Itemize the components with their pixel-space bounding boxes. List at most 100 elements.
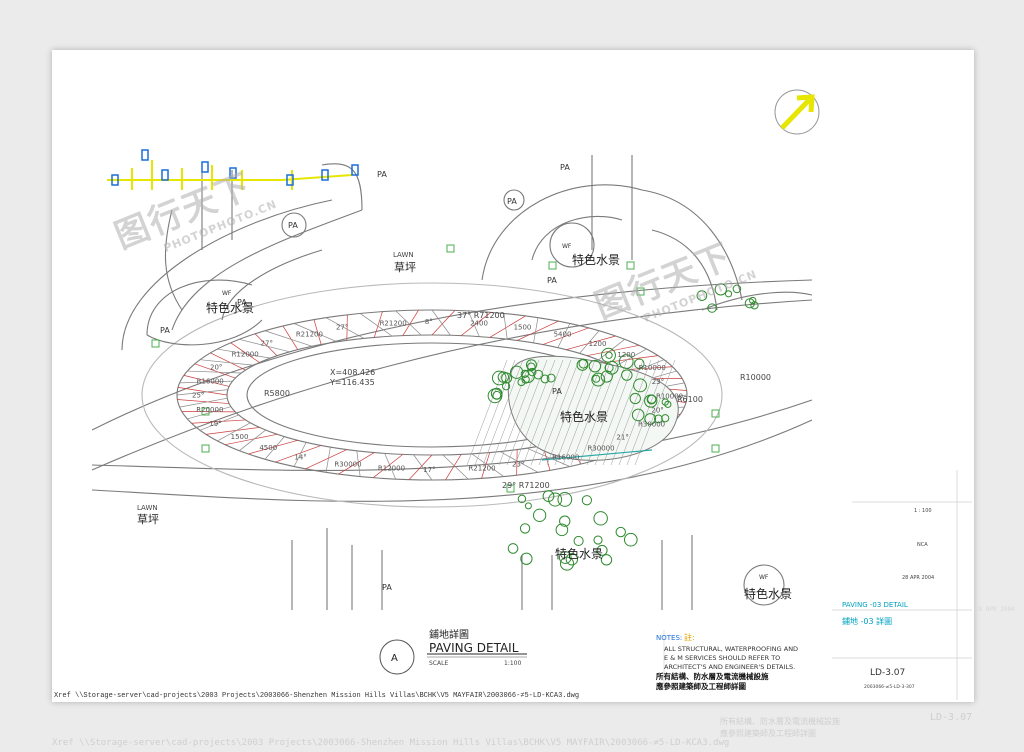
wf-label: WF — [759, 574, 769, 581]
north-arrow-icon — [774, 89, 820, 135]
tree-symbol — [521, 369, 535, 383]
water-hatch-line — [610, 359, 652, 466]
dimension-label: 4500 — [259, 444, 277, 452]
paving-joint-line — [372, 454, 404, 478]
drawing-title-en: PAVING -03 DETAIL — [842, 601, 908, 609]
notes-line-4: 所有結構、防水層及電流機械設施 — [656, 671, 769, 681]
tree-symbol — [621, 369, 633, 381]
paving-joint-line — [338, 452, 375, 475]
paving-joint-line — [264, 436, 285, 460]
tree-symbol — [581, 495, 592, 506]
tree-symbol — [732, 284, 742, 294]
dimension-label: 20° — [210, 363, 222, 371]
dimension-label: 8° — [425, 318, 433, 326]
dimension-label: 5400 — [554, 331, 572, 339]
tree-symbol — [618, 354, 634, 369]
paving-joint-line — [205, 427, 260, 435]
feature-label-left: 特色水景 — [206, 300, 254, 315]
pa-label: PA — [377, 170, 387, 179]
drawing-sheet: 特色水景 特色水景 特色水景 特色水景 特色水景 LAWN 草坪 LAWN 草坪… — [52, 50, 974, 702]
paving-joint-line — [431, 310, 456, 336]
dimension-label: R20000 — [196, 406, 223, 414]
pa-label: PA — [382, 583, 392, 592]
water-hatch-line — [634, 359, 676, 466]
sheet-scale: 1 : 100 — [914, 508, 932, 514]
tree-symbol — [558, 551, 572, 564]
radius-r10000: R10000 — [740, 373, 771, 382]
tree-symbol — [644, 413, 657, 425]
tree-symbol — [559, 515, 571, 527]
lawn-cn-bottom: 草坪 — [137, 513, 159, 526]
tree-symbol — [487, 388, 503, 404]
paving-joint-line — [557, 323, 571, 348]
tree-symbol — [596, 544, 608, 556]
date-ghost: 28 APR 2004 — [975, 606, 1015, 613]
pa-label: PA — [547, 276, 557, 285]
paving-joint-line — [402, 309, 419, 336]
paving-joint-line — [346, 314, 348, 341]
tree-symbol — [615, 526, 626, 538]
lawn-en-bottom: LAWN — [137, 504, 158, 512]
feature-label-top: 特色水景 — [572, 252, 620, 267]
dimension-label: 27° — [261, 339, 273, 347]
paving-joint-line — [408, 454, 433, 480]
dimension-label: R12000 — [378, 465, 405, 473]
xref-path: Xref \\Storage-server\cad-projects\2003 … — [54, 692, 580, 700]
paving-joint-line — [579, 330, 600, 354]
water-hatch-line — [618, 359, 660, 466]
coord-y: Y=116.435 — [329, 378, 375, 387]
paving-joint-line — [179, 380, 233, 384]
title-cn: 鋪地詳圖 — [429, 628, 469, 641]
tree-symbol — [724, 290, 733, 298]
pa-label: PA — [237, 298, 247, 307]
water-hatch-line — [554, 359, 596, 466]
tree-symbol — [646, 394, 657, 405]
tree-symbol — [631, 408, 645, 422]
tree-symbol — [661, 398, 669, 406]
paving-joint-line — [176, 389, 228, 396]
dimension-label: 27° — [336, 324, 348, 332]
paving-joint-line — [325, 447, 331, 473]
paving-joint-line — [210, 352, 246, 371]
tree-symbol — [532, 508, 547, 522]
tree-symbol — [548, 492, 563, 507]
tree-symbol — [526, 362, 536, 372]
paving-joint-line — [442, 454, 469, 480]
tree-symbol — [696, 290, 708, 301]
dimension-label: 1200 — [589, 340, 607, 348]
water-hatch-line — [546, 359, 588, 466]
water-hatch-line — [474, 359, 516, 466]
pa-label: PA — [160, 326, 170, 335]
tree-symbol — [601, 347, 616, 363]
paving-joint-line — [177, 399, 230, 404]
paving-joint-line — [533, 317, 539, 343]
tree-symbol — [707, 303, 717, 313]
paving-joint-line — [293, 323, 338, 343]
dimension-labels: 20°R3000021°R30000R1600023°R2120017°R120… — [192, 318, 683, 474]
paving-joint-line — [526, 447, 571, 467]
dimension-label: R21200 — [380, 319, 407, 327]
detail-marker-circle — [379, 639, 415, 675]
paving-joint-line — [200, 359, 254, 366]
paving-joint-line — [395, 310, 422, 336]
tree-symbol — [634, 358, 645, 369]
dimension-label: R10000 — [656, 392, 683, 400]
dimension-label: 23° — [512, 460, 524, 468]
feature-label-center: 特色水景 — [560, 409, 608, 424]
paving-joint-line — [179, 397, 228, 408]
tree-symbol — [528, 367, 537, 377]
paving-joint-line — [230, 342, 260, 363]
tree-symbol — [524, 502, 532, 510]
tree-symbol — [576, 359, 589, 371]
water-hatch-line — [506, 359, 548, 466]
tree-symbol — [542, 490, 555, 503]
paving-joint-line — [467, 310, 480, 337]
dimension-label: 19° — [209, 420, 221, 428]
notes-ghost: 所有結構、防水層及電流機械設施 — [720, 717, 840, 726]
dimension-label: R16000 — [552, 454, 579, 462]
tree-symbol — [623, 532, 638, 547]
paving-joint-line — [187, 370, 242, 374]
tree-symbol — [661, 414, 670, 423]
tree-symbol — [517, 378, 526, 387]
water-hatch-line — [530, 359, 572, 466]
